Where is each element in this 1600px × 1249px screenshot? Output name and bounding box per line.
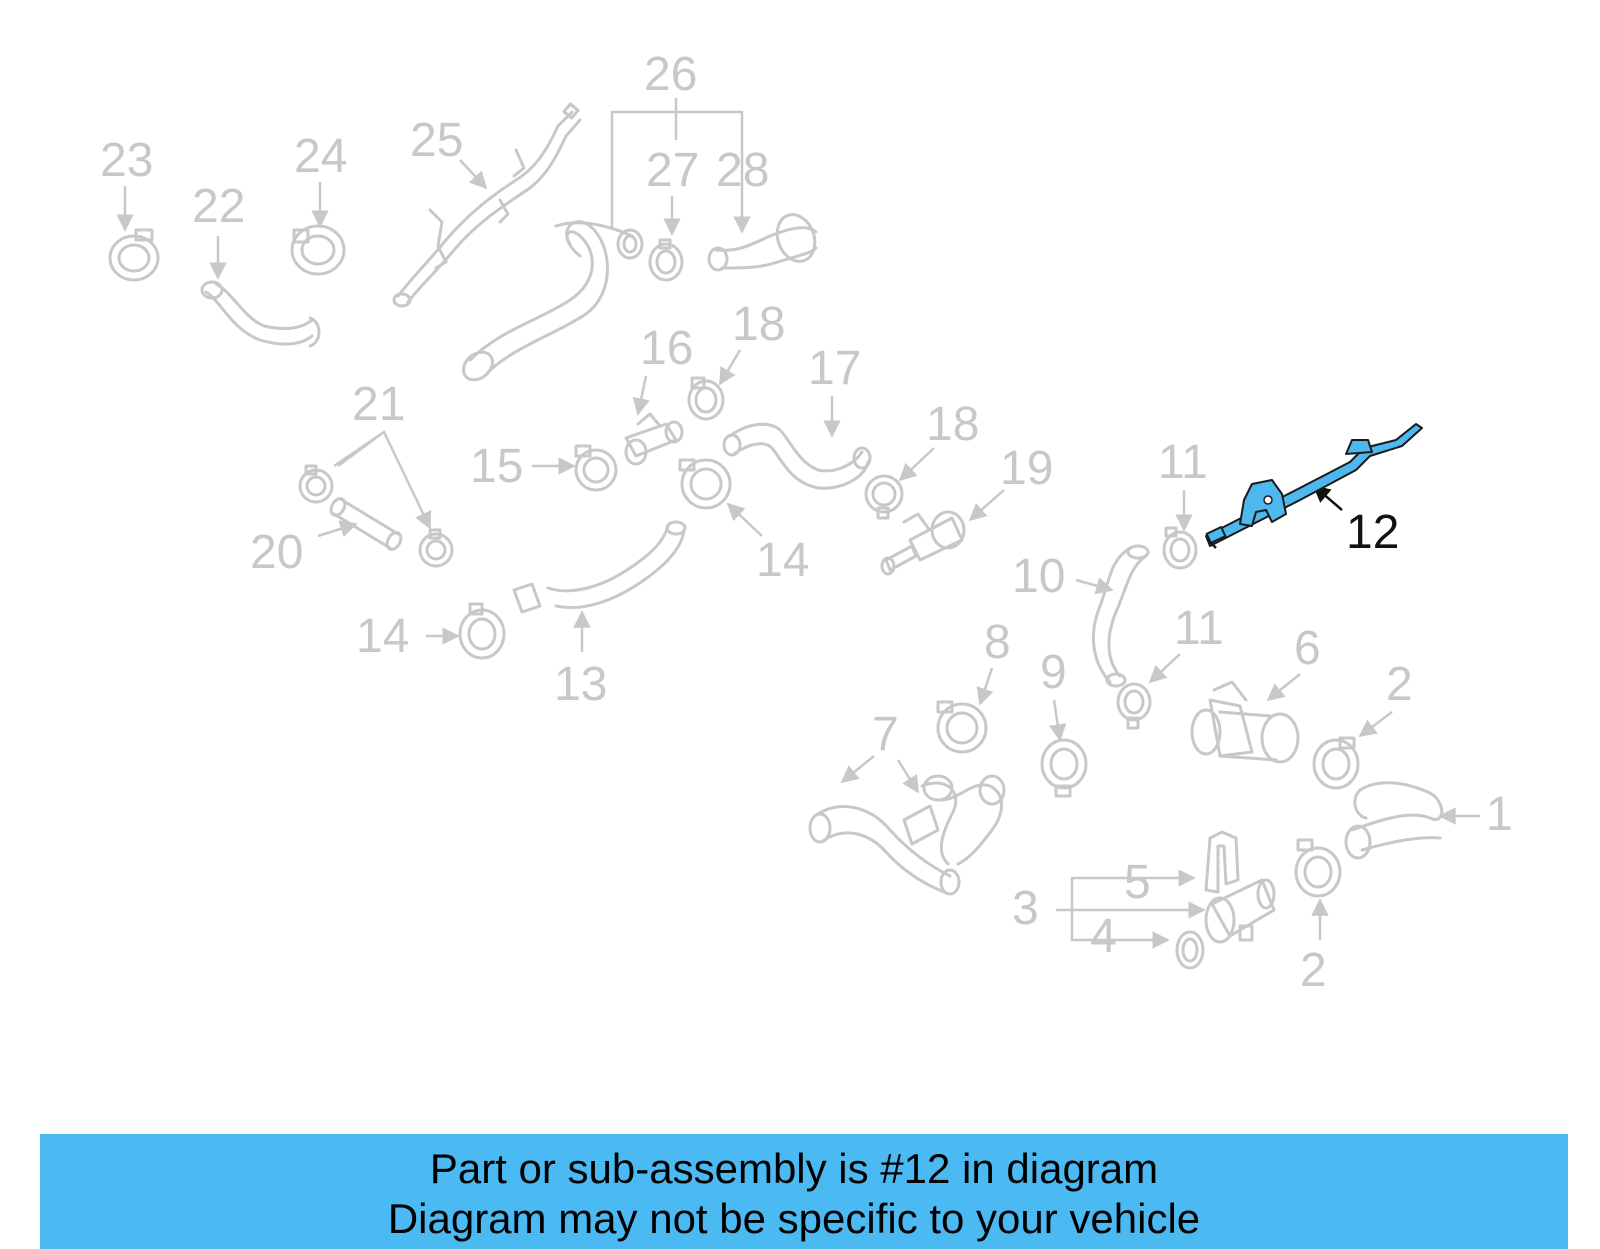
hose-20 bbox=[329, 497, 403, 551]
callout-15: 15 bbox=[470, 440, 523, 493]
banner-line-disclaimer: Diagram may not be specific to your vehi… bbox=[387, 1195, 1201, 1242]
callout-11-lower: 11 bbox=[1174, 602, 1224, 655]
hose-17 bbox=[722, 422, 872, 490]
pipe-3 bbox=[1204, 878, 1276, 944]
callout-5: 5 bbox=[1124, 856, 1151, 909]
hose-26 bbox=[462, 220, 644, 382]
clamp-27 bbox=[648, 238, 684, 282]
callout-14-left: 14 bbox=[356, 610, 409, 663]
callout-14-right: 14 bbox=[756, 534, 809, 587]
callout-10: 10 bbox=[1012, 550, 1065, 603]
clamp-14-left bbox=[458, 602, 506, 660]
oring-4 bbox=[1175, 930, 1205, 970]
callout-4: 4 bbox=[1090, 910, 1117, 963]
callout-17: 17 bbox=[808, 342, 861, 395]
callout-12: 12 bbox=[1346, 506, 1399, 559]
bracket-5 bbox=[1204, 830, 1240, 894]
clamp-21-left bbox=[298, 464, 334, 504]
pipe-25 bbox=[392, 102, 582, 308]
callout-25: 25 bbox=[410, 114, 463, 167]
callout-1: 1 bbox=[1486, 788, 1513, 841]
callout-7: 7 bbox=[872, 708, 899, 761]
parts-gray bbox=[108, 102, 1444, 970]
info-banner: Part or sub-assembly is #12 in diagram D… bbox=[40, 1134, 1568, 1249]
callout-8: 8 bbox=[984, 616, 1011, 669]
callout-3: 3 bbox=[1012, 882, 1039, 935]
clamp-21-right bbox=[418, 528, 454, 568]
hose-28 bbox=[707, 213, 818, 272]
fitting-16 bbox=[624, 412, 684, 466]
housing-6 bbox=[1190, 680, 1300, 764]
clamp-11-upper bbox=[1162, 526, 1198, 570]
callout-26: 26 bbox=[644, 48, 697, 101]
callout-18-upper: 18 bbox=[732, 298, 785, 351]
banner-line-part: Part or sub-assembly is #12 in diagram bbox=[429, 1145, 1159, 1192]
callout-13: 13 bbox=[554, 658, 607, 711]
callout-21: 21 bbox=[352, 378, 405, 431]
callout-27: 27 bbox=[646, 144, 699, 197]
hose-13 bbox=[512, 520, 687, 614]
hose-22 bbox=[200, 280, 321, 348]
hose-7 bbox=[808, 774, 1006, 896]
hose-10 bbox=[1091, 544, 1150, 688]
clamp-15 bbox=[574, 444, 618, 492]
leader-lines bbox=[116, 98, 1480, 949]
clamp-14-right bbox=[678, 458, 732, 510]
callout-11-upper: 11 bbox=[1158, 436, 1208, 489]
clamp-24 bbox=[290, 224, 346, 276]
callout-20: 20 bbox=[250, 526, 303, 579]
clamp-8 bbox=[936, 700, 988, 754]
part-12-highlighted bbox=[1205, 423, 1423, 549]
callout-19: 19 bbox=[1000, 442, 1053, 495]
callout-2-lower: 2 bbox=[1300, 944, 1327, 997]
callout-2-upper: 2 bbox=[1386, 658, 1413, 711]
clamp-18-upper bbox=[687, 376, 725, 421]
clamp-9 bbox=[1040, 738, 1088, 798]
clamp-2-upper bbox=[1312, 736, 1360, 790]
clamp-2-lower bbox=[1294, 838, 1342, 898]
callout-16: 16 bbox=[640, 322, 693, 375]
callout-6: 6 bbox=[1294, 622, 1321, 675]
callout-18-lower: 18 bbox=[926, 398, 979, 451]
callout-24: 24 bbox=[294, 130, 347, 183]
valve-19 bbox=[880, 510, 966, 576]
clamp-23 bbox=[108, 228, 160, 282]
clamp-11-lower bbox=[1116, 682, 1152, 730]
callout-labels: 23 24 22 25 26 27 28 16 18 17 21 15 18 1… bbox=[100, 48, 1513, 997]
callout-22: 22 bbox=[192, 180, 245, 233]
hose-1 bbox=[1344, 781, 1444, 860]
callout-23: 23 bbox=[100, 134, 153, 187]
callout-9: 9 bbox=[1040, 646, 1067, 699]
clamp-18-lower bbox=[864, 474, 904, 520]
